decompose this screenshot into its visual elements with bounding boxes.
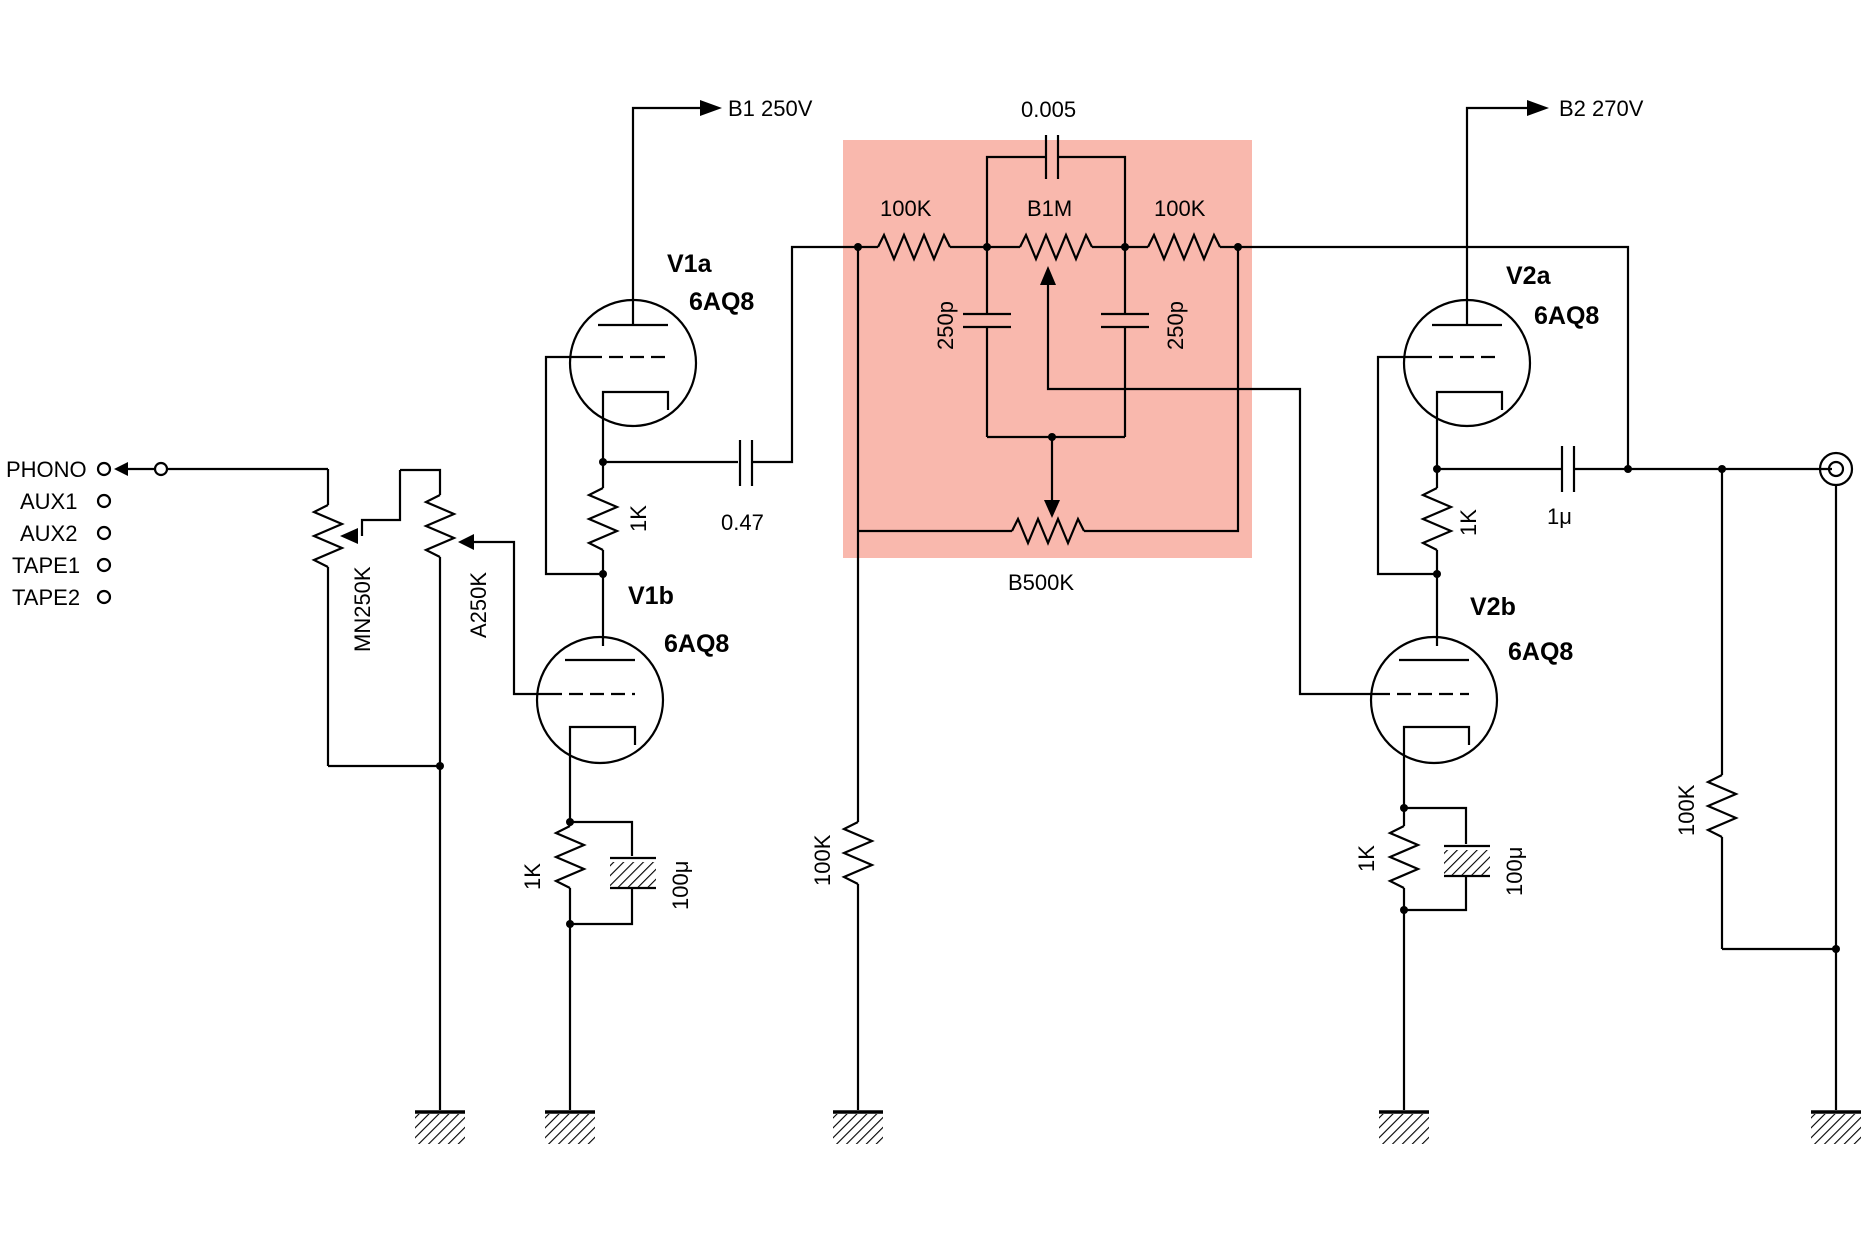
tone-r-right-label: 100K	[1154, 196, 1206, 221]
tone-pot-treble-label: B1M	[1027, 196, 1072, 221]
ground-icon	[543, 1110, 597, 1146]
tone-cap-right-label: 250p	[1163, 301, 1188, 350]
tone-stack: 100K B1M 0.005 100K 250p 250p	[854, 97, 1376, 696]
b1-supply-arrow-icon	[700, 100, 722, 116]
tube-v2a-type: 6AQ8	[1534, 302, 1599, 330]
tube-v1b-type: 6AQ8	[664, 630, 729, 658]
tone-r-left-label: 100K	[880, 196, 932, 221]
ground-icon	[1809, 1110, 1863, 1146]
r-output-label: 100K	[1674, 784, 1699, 836]
coupling-cap-2-label: 1μ	[1547, 504, 1572, 529]
input-label-tape2: TAPE2	[12, 585, 80, 610]
r-grid-leak-label: 100K	[810, 834, 835, 886]
input-label-tape1: TAPE1	[12, 553, 80, 578]
c-v1b-bypass-label: 100μ	[668, 861, 693, 910]
r-v1-link-label: 1K	[626, 505, 651, 532]
input-pot-mn250k: MN250K	[311, 469, 402, 766]
ground-icon	[413, 1110, 467, 1146]
r-v2-link-label: 1K	[1456, 509, 1481, 536]
selector-arrow-icon	[114, 462, 128, 476]
tube-v2b-type: 6AQ8	[1508, 638, 1573, 666]
tube-v1a-type: 6AQ8	[689, 288, 754, 316]
b1-supply-label: B1 250V	[728, 96, 813, 121]
tube-v2b-name: V2b	[1470, 593, 1516, 621]
r-v2b-cathode-label: 1K	[1354, 845, 1379, 872]
r-v1b-cathode-label: 1K	[520, 863, 545, 890]
tube-v2a: V2a 6AQ8	[1402, 262, 1599, 428]
tube-v1b: V1b 6AQ8	[535, 582, 729, 765]
pot-input-1-label: MN250K	[350, 566, 375, 652]
pot-input-2-label: A250K	[466, 572, 491, 638]
tube-v1b-name: V1b	[628, 582, 674, 610]
tone-pot-bass-label: B500K	[1008, 570, 1074, 595]
input-label-aux1: AUX1	[20, 489, 77, 514]
b2-supply-label: B2 270V	[1559, 96, 1644, 121]
tube-v2b: V2b 6AQ8	[1369, 593, 1573, 765]
input-selector: PHONO AUX1 AUX2 TAPE1 TAPE2	[6, 457, 328, 610]
b2-supply-arrow-icon	[1527, 100, 1549, 116]
input-label-phono: PHONO	[6, 457, 87, 482]
coupling-cap-1-label: 0.47	[721, 510, 764, 535]
tube-v1a: V1a 6AQ8	[568, 250, 754, 428]
tone-cap-top-label: 0.005	[1021, 97, 1076, 122]
tube-v2a-name: V2a	[1506, 262, 1552, 290]
tone-cap-left-label: 250p	[933, 301, 958, 350]
ground-icon	[831, 1110, 885, 1146]
input-pot-a250k: A250K	[400, 468, 548, 1110]
input-label-aux2: AUX2	[20, 521, 77, 546]
tube-v1a-name: V1a	[667, 250, 713, 278]
c-v2b-bypass-label: 100μ	[1502, 847, 1527, 896]
ground-icon	[1377, 1110, 1431, 1146]
